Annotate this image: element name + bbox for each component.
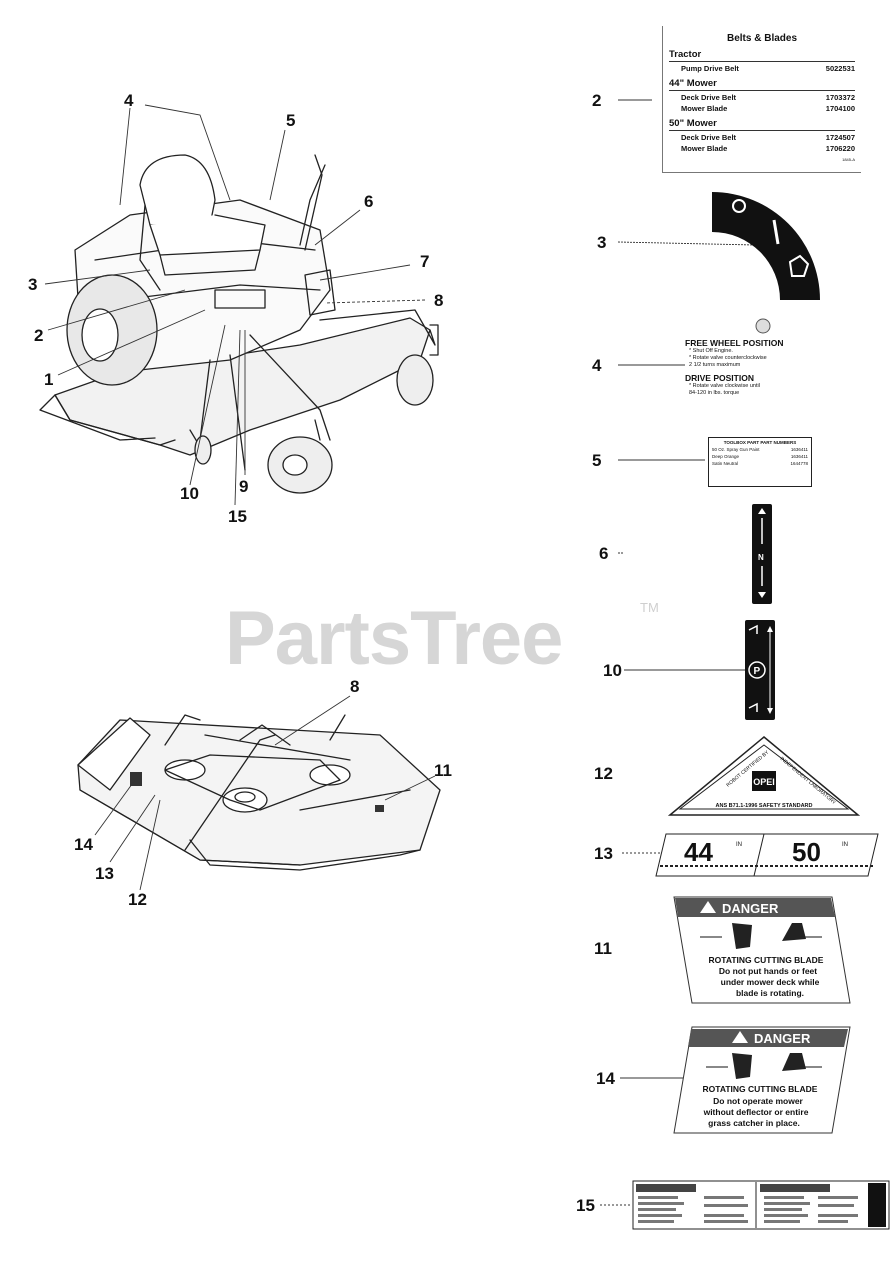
callout-12-deck: 12 <box>128 890 147 909</box>
callout-1-tractor: 1 <box>44 370 54 389</box>
danger11-line: Do not put hands or feet <box>719 966 817 976</box>
danger-decal-14: DANGER ROTATING CUTTING BLADE Do not ope… <box>673 1026 851 1134</box>
callout-13-deck: 13 <box>95 864 114 883</box>
callout-4-decal: 4 <box>592 356 602 375</box>
safety-standard-text: ANS B71.1-1996 SAFETY STANDARD <box>716 803 813 809</box>
danger11-header: DANGER <box>722 901 779 916</box>
belts-decal-title: Belts & Blades <box>726 33 798 44</box>
callout-11-decal: 11 <box>594 939 612 958</box>
callout-7-tractor: 7 <box>420 252 430 271</box>
callout-6-tractor: 6 <box>364 192 374 211</box>
svg-text:P: P <box>754 666 761 677</box>
on-icon <box>772 219 780 245</box>
deck-size-50-unit: IN <box>842 842 848 848</box>
drive-position-heading: DRIVE POSITION <box>685 372 754 383</box>
engine-icon <box>788 254 810 277</box>
operator-warning-decal <box>632 1180 890 1230</box>
danger11-line: blade is rotating. <box>736 988 804 998</box>
callout-9-tractor: 9 <box>239 477 249 496</box>
deck-size-decal: 44 IN 50 IN <box>655 833 879 877</box>
callout-12-decal: 12 <box>594 764 613 783</box>
callout-10-decal: 10 <box>603 661 622 680</box>
svg-text:N: N <box>758 553 764 562</box>
toolbox-title: TOOLBOX PART PART NUMBERS <box>723 440 797 445</box>
drive-position-line: 84-120 in lbs. torque <box>689 389 740 396</box>
callout-15-tractor: 15 <box>228 507 247 526</box>
forward-arrow-icon <box>758 508 766 514</box>
deck-drawing <box>77 714 441 871</box>
callout-3-tractor: 3 <box>28 275 38 294</box>
deck-size-44: 44 <box>684 837 713 867</box>
callout-14-deck: 14 <box>74 835 93 854</box>
watermark-trademark: TM <box>640 600 659 615</box>
belts-part-number: 1845-A <box>842 157 855 162</box>
callout-2-decal: 2 <box>592 91 602 110</box>
free-wheel-decal: FREE WHEEL POSITION * Shut Off Engine. *… <box>685 316 835 416</box>
free-wheel-line: 2 1/2 turns maximum <box>689 361 741 368</box>
danger11-line: under mower deck while <box>721 977 820 987</box>
foot-icon <box>782 923 806 941</box>
foot-icon <box>782 1053 806 1071</box>
danger14-title: ROTATING CUTTING BLADE <box>703 1084 818 1094</box>
safety-standard-decal: OPEI ROBOT CERTIFIED BY INDEPENDENT LABO… <box>668 736 860 816</box>
belts-tractor-heading: Tractor <box>669 49 702 60</box>
park-brake-icon <box>748 661 766 679</box>
callout-11-deck: 11 <box>434 761 452 780</box>
callout-14-decal: 14 <box>596 1069 615 1088</box>
motion-lever-decal: N <box>752 504 772 604</box>
throttle-decal <box>712 192 820 300</box>
tractor-drawing <box>39 154 439 494</box>
hand-icon <box>732 923 752 949</box>
deck-size-50: 50 <box>792 837 821 867</box>
watermark-text: PartsTree <box>225 596 563 681</box>
warning-triangle-icon <box>700 901 716 913</box>
callout-8-deck: 8 <box>350 677 360 696</box>
callout-2-tractor: 2 <box>34 326 44 345</box>
reverse-arrow-icon <box>758 592 766 598</box>
danger14-header: DANGER <box>754 1031 811 1046</box>
free-wheel-line: * Shut Off Engine. <box>689 348 733 354</box>
toolbox-decal: TOOLBOX PART PART NUMBERS 50 Oz. Spray G… <box>708 437 812 487</box>
danger11-title: ROTATING CUTTING BLADE <box>709 955 824 965</box>
callout-6-decal: 6 <box>599 544 609 563</box>
callout-10-tractor: 10 <box>180 484 199 503</box>
valve-icon <box>755 318 771 334</box>
danger14-line: Do not operate mower <box>713 1096 803 1106</box>
safety-logo: OPEI <box>753 777 775 787</box>
leader-lines <box>44 99 756 1206</box>
free-wheel-heading: FREE WHEEL POSITION <box>685 338 784 348</box>
callout-4-tractor: 4 <box>124 91 134 110</box>
callout-8-tractor: 8 <box>434 291 444 310</box>
callout-13-decal: 13 <box>594 844 613 863</box>
drive-position-line: * Rotate valve clockwise until <box>689 382 760 389</box>
belts-50-heading: 50" Mower <box>669 118 717 129</box>
belts-44-heading: 44" Mower <box>669 78 717 89</box>
callout-5-decal: 5 <box>592 451 602 470</box>
danger14-line: without deflector or entire <box>703 1107 809 1117</box>
off-icon <box>732 199 746 213</box>
deck-size-44-unit: IN <box>736 842 742 848</box>
callout-3-decal: 3 <box>597 233 607 252</box>
free-wheel-line: * Rotate valve counterclockwise <box>689 354 767 361</box>
danger-decal-11: DANGER ROTATING CUTTING BLADE Do not put… <box>673 896 851 1004</box>
callout-15-decal: 15 <box>576 1196 595 1215</box>
park-brake-decal: P <box>745 620 775 720</box>
hand-icon <box>732 1053 752 1079</box>
callout-5-tractor: 5 <box>286 111 296 130</box>
warning-triangle-icon <box>732 1031 748 1043</box>
danger14-line: grass catcher in place. <box>708 1118 800 1128</box>
